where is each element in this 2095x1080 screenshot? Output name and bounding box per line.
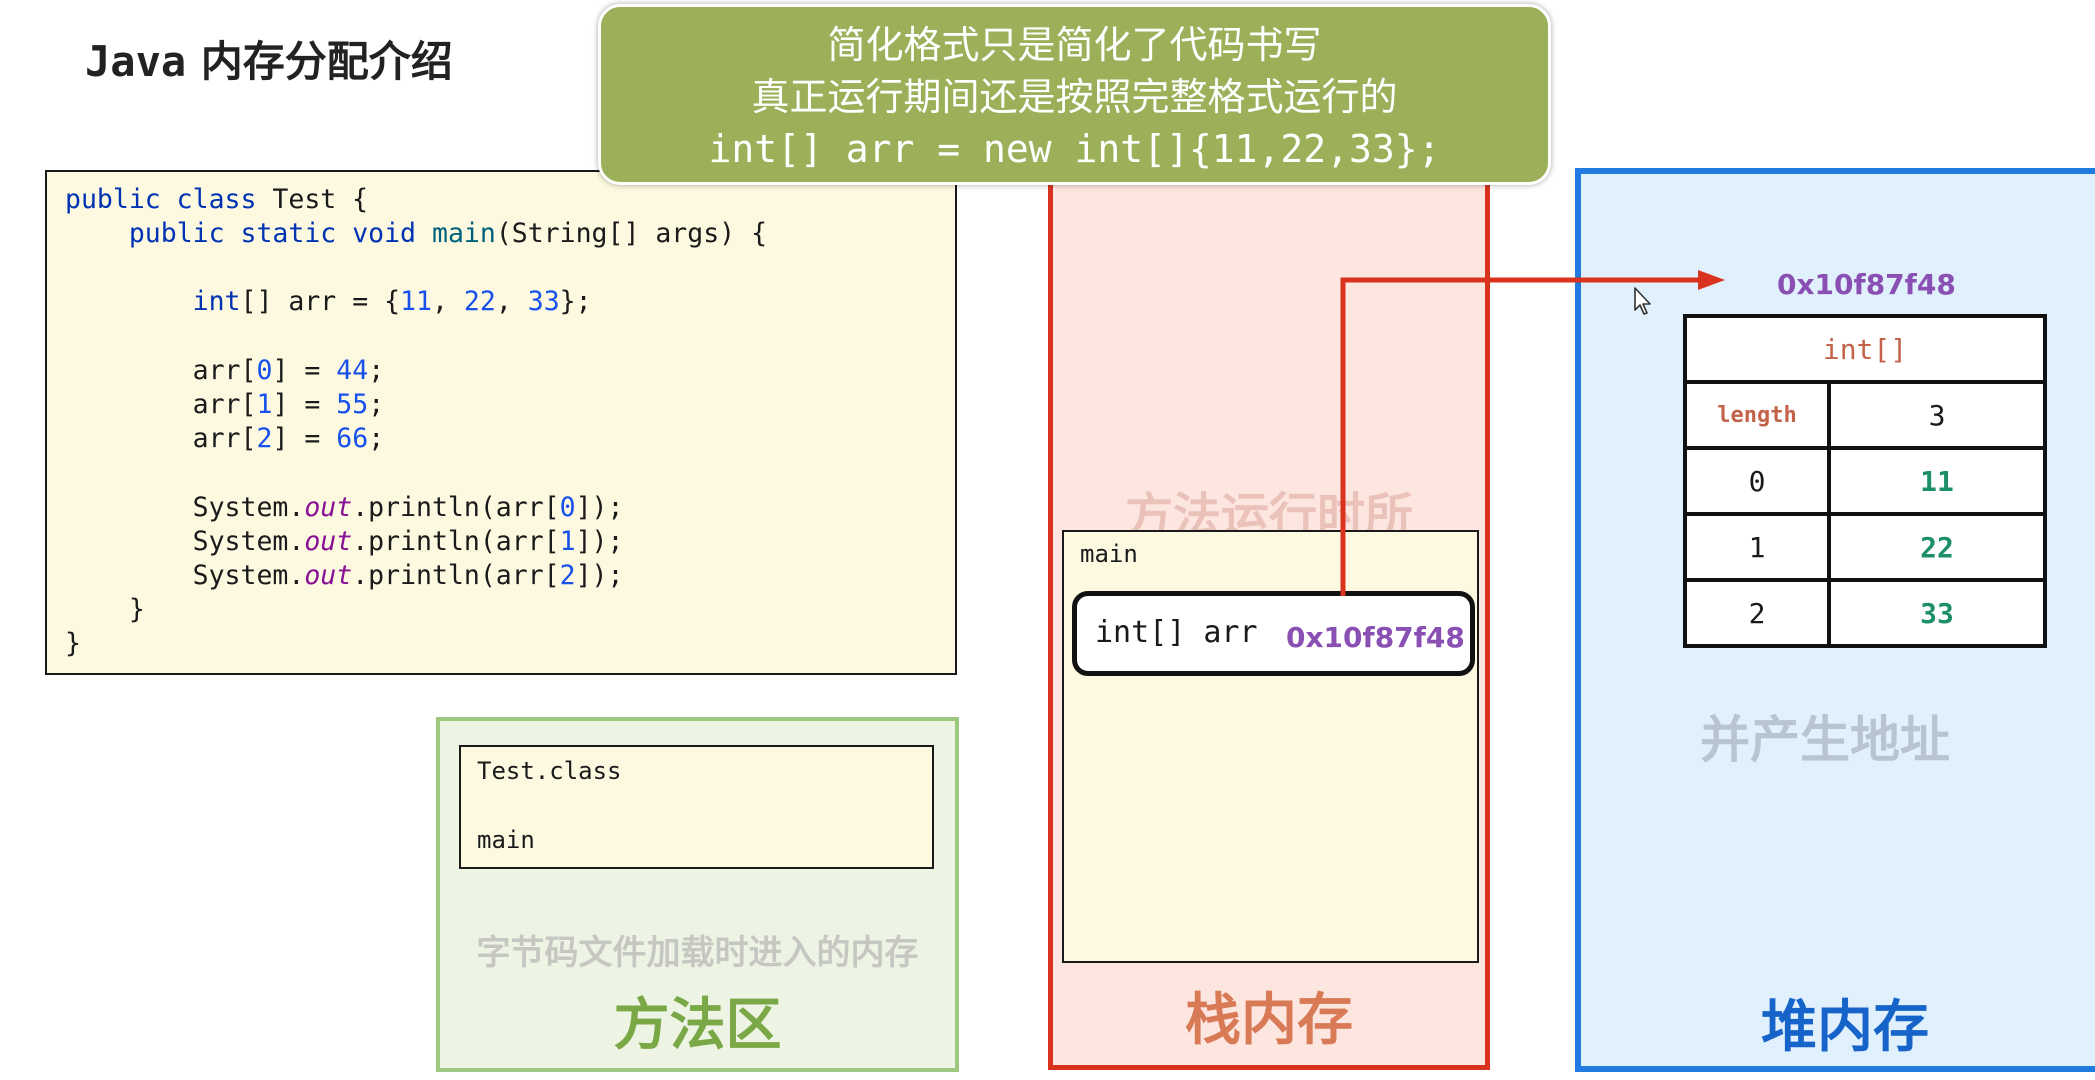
array-length-value: 3 bbox=[1827, 380, 2047, 450]
code-text: }; bbox=[559, 286, 592, 317]
code-line-7: System.out.println(arr[0]); bbox=[65, 492, 624, 524]
code-text: ]); bbox=[575, 560, 624, 591]
array-length-label: length bbox=[1683, 380, 1831, 450]
code-static-field: out bbox=[304, 560, 353, 591]
code-text: .println(arr[ bbox=[352, 526, 560, 557]
code-number: 1 bbox=[256, 389, 273, 420]
code-static-field: out bbox=[304, 492, 353, 523]
class-file-box: Test.class main bbox=[459, 745, 934, 869]
stack-frame-label: main bbox=[1080, 540, 1138, 568]
page-title: Java 内存分配介绍 bbox=[85, 28, 453, 89]
code-number: 33 bbox=[527, 286, 560, 317]
code-text: , bbox=[431, 286, 464, 317]
code-text: ; bbox=[368, 389, 385, 420]
code-line-6: arr[2] = 66; bbox=[65, 423, 385, 455]
code-keyword: public class bbox=[65, 184, 257, 215]
code-keyword: int bbox=[192, 286, 241, 317]
callout-line-1: 简化格式只是简化了代码书写 bbox=[827, 23, 1322, 67]
code-text: } bbox=[65, 628, 81, 659]
code-number: 11 bbox=[400, 286, 432, 317]
array-type: int[] bbox=[1683, 314, 2047, 384]
code-number: 0 bbox=[256, 355, 273, 386]
code-text: ] = bbox=[272, 423, 337, 454]
code-text: .println(arr[ bbox=[352, 492, 560, 523]
callout-line-2: 真正运行期间还是按照完整格式运行的 bbox=[751, 75, 1398, 119]
code-text: System. bbox=[192, 560, 305, 591]
code-number: 22 bbox=[463, 286, 496, 317]
callout-line-3: int[] arr = new int[]{11,22,33}; bbox=[708, 127, 1441, 171]
code-number: 0 bbox=[559, 492, 576, 523]
code-line-8: System.out.println(arr[1]); bbox=[65, 526, 624, 558]
stack-variable-box bbox=[1072, 591, 1475, 676]
code-static-field: out bbox=[304, 526, 353, 557]
code-text: .println(arr[ bbox=[352, 560, 560, 591]
mouse-pointer-icon bbox=[1634, 287, 1651, 315]
code-line-9: System.out.println(arr[2]); bbox=[65, 560, 624, 592]
code-text: ; bbox=[368, 355, 385, 386]
code-number: 1 bbox=[559, 526, 576, 557]
code-text: ]); bbox=[575, 492, 624, 523]
stack-variable-address: 0x10f87f48 bbox=[1286, 621, 1465, 654]
class-file-name: Test.class bbox=[477, 757, 622, 785]
code-line-11: } bbox=[65, 628, 81, 660]
stack-title: 栈内存 bbox=[1185, 988, 1353, 1053]
heap-array-table: int[] length 3 0 11 1 22 2 33 bbox=[1683, 314, 2047, 648]
array-index: 2 bbox=[1683, 578, 1831, 648]
code-text: [] arr = { bbox=[240, 286, 401, 317]
code-text: } bbox=[128, 594, 145, 625]
class-method-name: main bbox=[477, 826, 535, 854]
code-text: arr[ bbox=[192, 423, 257, 454]
heap-address: 0x10f87f48 bbox=[1777, 268, 1956, 301]
code-text: ; bbox=[368, 423, 385, 454]
array-element-row: 2 33 bbox=[1683, 578, 2047, 648]
method-area-caption: 字节码文件加载时进入的内存 bbox=[476, 933, 919, 973]
method-area-title: 方法区 bbox=[613, 993, 782, 1058]
title-lang: Java bbox=[85, 37, 187, 86]
array-type-row: int[] bbox=[1683, 314, 2047, 384]
code-line-4: arr[0] = 44; bbox=[65, 355, 385, 387]
code-text: ] = bbox=[272, 389, 337, 420]
array-value: 22 bbox=[1827, 512, 2047, 582]
code-text: ]); bbox=[575, 526, 624, 557]
code-method-name: main bbox=[431, 218, 496, 249]
code-text: System. bbox=[192, 526, 305, 557]
code-text: System. bbox=[192, 492, 305, 523]
code-text: arr[ bbox=[192, 355, 257, 386]
code-line-10: } bbox=[65, 594, 145, 626]
code-number: 66 bbox=[336, 423, 369, 454]
array-value: 33 bbox=[1827, 578, 2047, 648]
code-text: ] = bbox=[272, 355, 337, 386]
heap-caption: 并产生地址 bbox=[1700, 711, 1950, 769]
stack-variable-label: int[] arr bbox=[1095, 615, 1258, 650]
code-number: 2 bbox=[559, 560, 576, 591]
code-number: 44 bbox=[336, 355, 369, 386]
code-number: 55 bbox=[336, 389, 369, 420]
code-text: (String[] args) { bbox=[495, 218, 768, 249]
title-text: 内存分配介绍 bbox=[200, 37, 453, 86]
array-element-row: 1 22 bbox=[1683, 512, 2047, 582]
array-element-row: 0 11 bbox=[1683, 446, 2047, 516]
code-line-3: int[] arr = {11, 22, 33}; bbox=[65, 286, 592, 318]
code-text: arr[ bbox=[192, 389, 257, 420]
code-panel: public class Test { public static void m… bbox=[45, 170, 957, 675]
array-length-row: length 3 bbox=[1683, 380, 2047, 450]
code-number: 2 bbox=[256, 423, 273, 454]
code-keyword: public static void bbox=[128, 218, 417, 249]
code-text: , bbox=[495, 286, 528, 317]
array-index: 0 bbox=[1683, 446, 1831, 516]
array-index: 1 bbox=[1683, 512, 1831, 582]
callout-banner: 简化格式只是简化了代码书写 真正运行期间还是按照完整格式运行的 int[] ar… bbox=[598, 4, 1551, 185]
code-line-5: arr[1] = 55; bbox=[65, 389, 385, 421]
code-line-1: public class Test { bbox=[65, 184, 368, 216]
heap-title: 堆内存 bbox=[1761, 995, 1929, 1060]
code-text: Test { bbox=[256, 184, 369, 215]
array-value: 11 bbox=[1827, 446, 2047, 516]
code-line-2: public static void main(String[] args) { bbox=[65, 218, 767, 250]
